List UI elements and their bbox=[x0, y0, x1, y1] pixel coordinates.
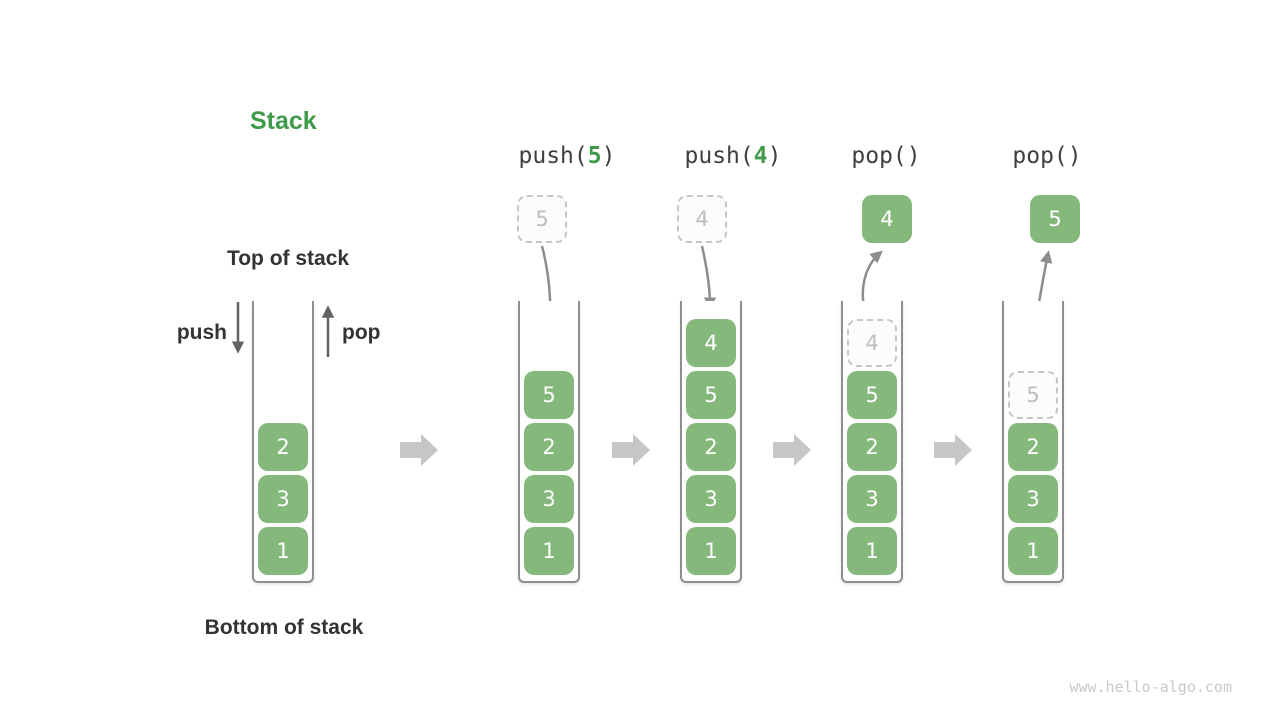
op-text: push( bbox=[518, 143, 588, 169]
op-text: pop() bbox=[851, 143, 921, 169]
stack-cell: 3 bbox=[1008, 475, 1058, 523]
ghost-cell: 4 bbox=[847, 319, 897, 367]
stack-cell: 2 bbox=[847, 423, 897, 471]
stack-cell: 4 bbox=[686, 319, 736, 367]
step-arrow-icon bbox=[773, 434, 811, 466]
stack-cell: 1 bbox=[847, 527, 897, 575]
push-label: push bbox=[176, 321, 227, 344]
stack-cell: 3 bbox=[686, 475, 736, 523]
stack-cell: 5 bbox=[847, 371, 897, 419]
stack-cell: 3 bbox=[524, 475, 574, 523]
stack-cell: 5 bbox=[686, 371, 736, 419]
stack-cell: 1 bbox=[1008, 527, 1058, 575]
stack-cell: 2 bbox=[524, 423, 574, 471]
watermark: www.hello-algo.com bbox=[1069, 678, 1232, 696]
incoming-value-box: 5 bbox=[517, 195, 567, 243]
op-arg: 5 bbox=[587, 143, 602, 169]
operation-label-push-5: push(5) bbox=[467, 143, 667, 169]
op-arg: 4 bbox=[753, 143, 768, 169]
stack-container-pop2: 5 2 3 1 bbox=[1002, 301, 1064, 583]
incoming-value-box: 4 bbox=[677, 195, 727, 243]
push4-curve-arrow bbox=[700, 245, 717, 310]
operation-label-pop-2: pop() bbox=[947, 143, 1147, 169]
operation-label-push-4: push(4) bbox=[633, 143, 833, 169]
popped-value-box: 4 bbox=[862, 195, 912, 243]
top-of-stack-label: Top of stack bbox=[226, 247, 350, 270]
popped-value-box: 5 bbox=[1030, 195, 1080, 243]
stack-cell: 2 bbox=[1008, 423, 1058, 471]
stack-cell: 1 bbox=[524, 527, 574, 575]
step-arrow-icon bbox=[400, 434, 438, 466]
stack-cell: 2 bbox=[686, 423, 736, 471]
stack-cell: 1 bbox=[258, 527, 308, 575]
step-arrow-icon bbox=[612, 434, 650, 466]
op-text: ) bbox=[601, 143, 616, 169]
step-arrow-icon bbox=[934, 434, 972, 466]
stack-cell: 2 bbox=[258, 423, 308, 471]
stack-cell: 3 bbox=[258, 475, 308, 523]
stack-container-push5: 5 2 3 1 bbox=[518, 301, 580, 583]
op-text: ) bbox=[767, 143, 782, 169]
stack-container-push4: 4 5 2 3 1 bbox=[680, 301, 742, 583]
diagram-title: Stack bbox=[250, 107, 317, 135]
op-text: pop() bbox=[1012, 143, 1082, 169]
stack-container-pop1: 4 5 2 3 1 bbox=[841, 301, 903, 583]
pop-label: pop bbox=[342, 321, 381, 344]
stack-cell: 1 bbox=[686, 527, 736, 575]
operation-label-pop-1: pop() bbox=[786, 143, 986, 169]
stack-cell: 5 bbox=[524, 371, 574, 419]
ghost-cell: 5 bbox=[1008, 371, 1058, 419]
op-text: push( bbox=[684, 143, 754, 169]
stack-container-initial: 2 3 1 bbox=[252, 301, 314, 583]
stack-cell: 3 bbox=[847, 475, 897, 523]
bottom-of-stack-label: Bottom of stack bbox=[204, 616, 364, 639]
